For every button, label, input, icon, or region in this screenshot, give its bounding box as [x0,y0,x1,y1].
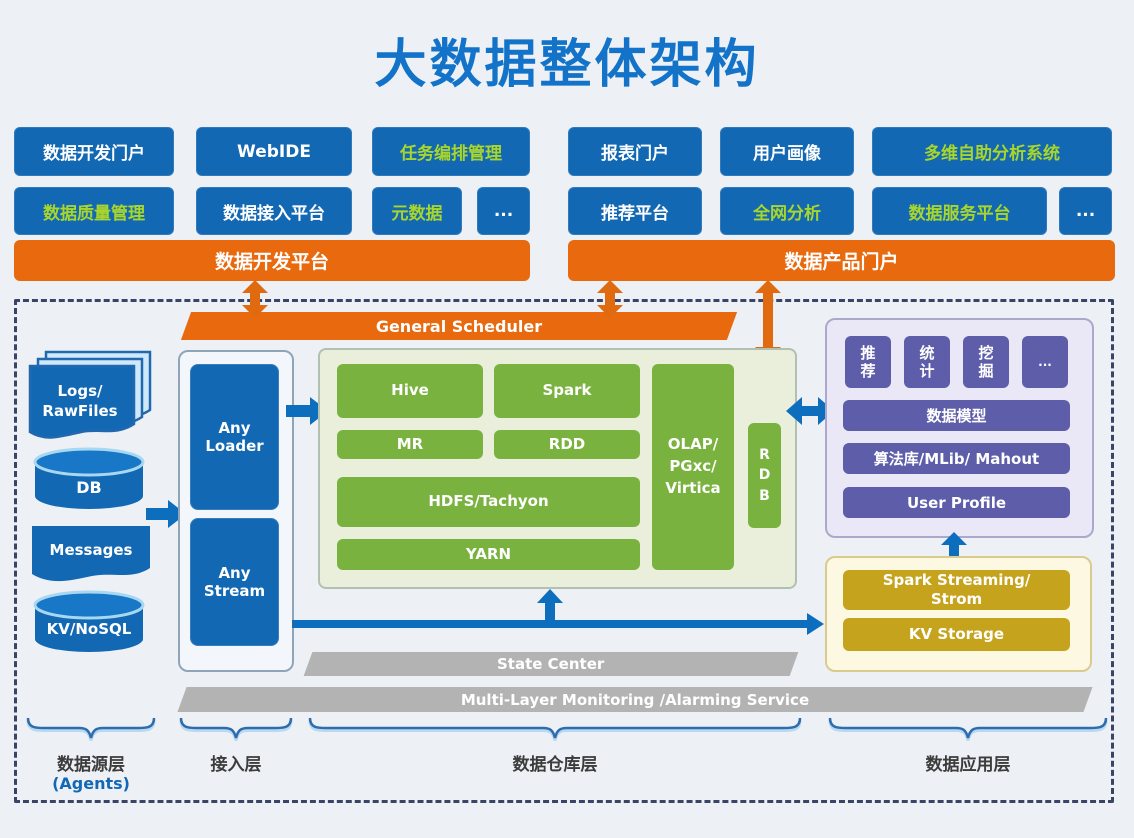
app-box-network-analysis: 全网分析 [720,187,854,235]
layer-label-warehouse: 数据仓库层 [512,755,598,775]
general-scheduler-bar: General Scheduler [180,312,738,340]
app-box-data-access-platform: 数据接入平台 [196,187,352,235]
app-box-data-quality: 数据质量管理 [14,187,174,235]
monitoring-label: Multi-Layer Monitoring /Alarming Service [460,690,810,709]
warehouse-box-olap: OLAP/ PGxc/ Virtica [652,364,734,570]
warehouse-box-yarn: YARN [337,539,640,570]
app-box-webide: WebIDE [196,127,352,176]
app-box-user-persona: 用户画像 [720,127,854,176]
layer-label-datasource: 数据源层 [57,755,125,775]
any-stream-box: Any Stream [190,518,279,646]
messages-banner-icon [32,526,150,582]
app-box-report-portal: 报表门户 [568,127,702,176]
warehouse-box-hive: Hive [337,364,483,418]
source-kv-nosql-label: KV/NoSQL [46,620,132,638]
monitoring-bar: Multi-Layer Monitoring /Alarming Service [177,687,1093,712]
general-scheduler-label: General Scheduler [375,316,543,336]
app-box-more-left: ... [477,187,530,235]
platform-boundary-frame [14,299,1114,803]
source-messages-label: Messages [49,541,133,559]
app-box-data-model: 数据模型 [843,400,1070,431]
app-box-algorithm-library: 算法库/MLib/ Mahout [843,443,1070,474]
app-box-task-orchestration: 任务编排管理 [372,127,530,176]
app-chip-statistics: 统 计 [904,336,950,388]
warehouse-box-mr: MR [337,430,483,459]
app-box-more-right: ... [1059,187,1112,235]
layer-label-ingest: 接入层 [210,755,262,775]
realtime-box-kv-storage: KV Storage [843,618,1070,651]
bar-data-product-portal: 数据产品门户 [568,240,1115,281]
app-chip-more: ... [1022,336,1068,388]
app-box-multidim-analysis: 多维自助分析系统 [872,127,1112,176]
state-center-label: State Center [497,655,605,673]
any-loader-box: Any Loader [190,364,279,510]
app-box-metadata: 元数据 [372,187,462,235]
warehouse-box-rdd: RDD [494,430,640,459]
layer-label-application: 数据应用层 [925,755,1011,775]
app-box-data-service-platform: 数据服务平台 [872,187,1047,235]
layer-sublabel-agents: (Agents) [52,774,130,793]
kv-nosql-cylinder-icon [33,590,145,652]
realtime-box-spark-streaming: Spark Streaming/ Strom [843,570,1070,610]
bar-data-dev-platform: 数据开发平台 [14,240,530,281]
warehouse-box-hdfs-tachyon: HDFS/Tachyon [337,477,640,527]
app-chip-recommend: 推 荐 [845,336,891,388]
app-box-data-dev-portal: 数据开发门户 [14,127,174,176]
page-title: 大数据整体架构 [374,35,760,95]
logs-files-icon [28,350,152,439]
app-box-recommend-platform: 推荐平台 [568,187,702,235]
app-chip-mining: 挖 掘 [963,336,1009,388]
app-box-user-profile: User Profile [843,487,1070,518]
state-center-bar: State Center [303,652,799,676]
db-cylinder-icon [33,447,145,509]
source-db-label: DB [76,478,102,497]
source-logs-label: Logs/ RawFiles [42,382,118,420]
warehouse-box-rdb: R D B [748,423,781,528]
layer-braces [26,717,1108,741]
warehouse-box-spark: Spark [494,364,640,418]
